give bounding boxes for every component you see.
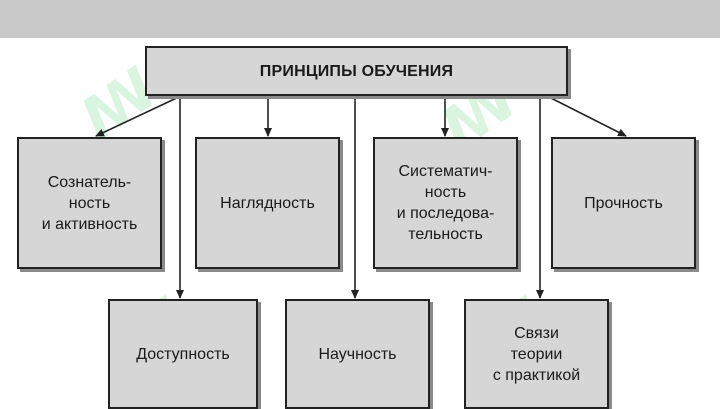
principle-box-systematic: Систематич- ность и последова- тельность	[373, 137, 518, 269]
arrow-to-conscious	[95, 94, 184, 137]
principle-box-visibility: Наглядность	[195, 137, 340, 269]
principle-label: Прочность	[584, 194, 663, 212]
principle-label: Сознатель- ность и активность	[41, 173, 138, 233]
diagram-title-box: ПРИНЦИПЫ ОБУЧЕНИЯ	[145, 46, 568, 96]
principle-label: Доступность	[136, 345, 230, 363]
principle-box-theory-practice: Связи теории с практикой	[464, 299, 609, 409]
principle-box-scientific: Научность	[285, 299, 430, 409]
principle-box-durability: Прочность	[551, 137, 696, 269]
top-band	[0, 0, 720, 38]
diagram-title: ПРИНЦИПЫ ОБУЧЕНИЯ	[259, 62, 454, 80]
principle-label: Связи теории с практикой	[492, 324, 581, 384]
principle-label: Наглядность	[220, 194, 315, 212]
arrow-to-durability	[544, 94, 627, 137]
principle-label: Систематич- ность и последова- тельность	[396, 163, 495, 243]
principle-box-conscious: Сознатель- ность и активность	[17, 137, 162, 269]
principle-label: Научность	[318, 345, 397, 363]
principle-box-accessibility: Доступность	[108, 299, 258, 409]
